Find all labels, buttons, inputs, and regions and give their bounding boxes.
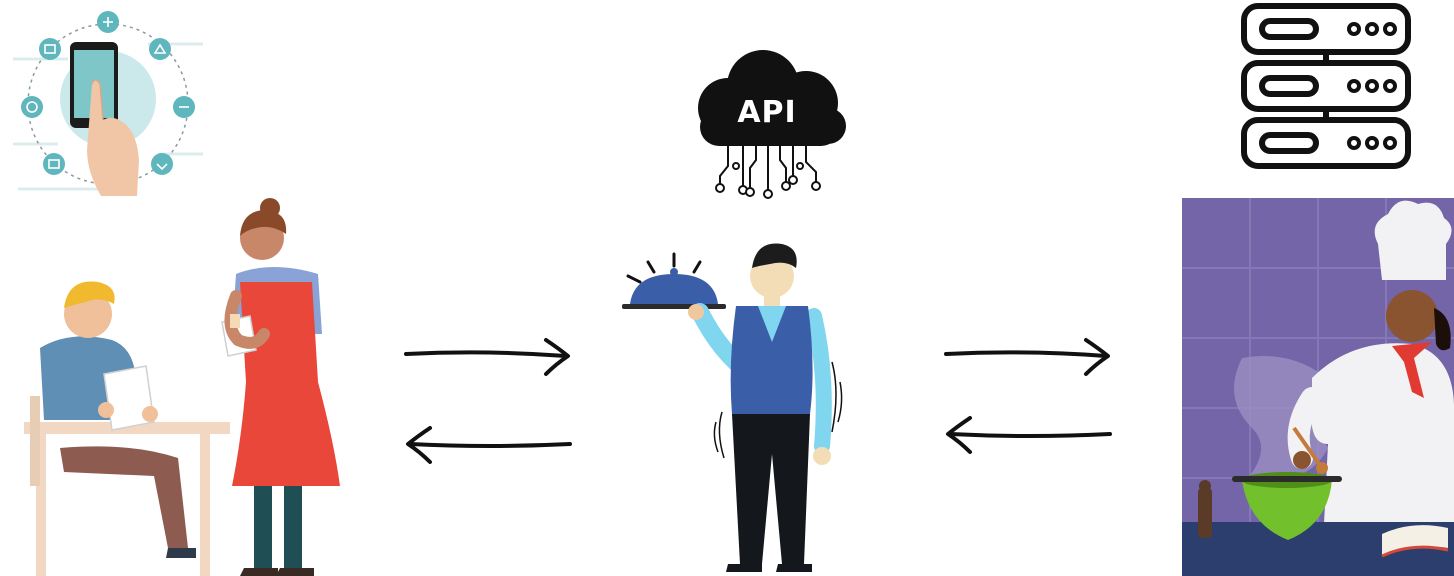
customer-ordering-illustration [0, 196, 360, 576]
server-icon [1236, 0, 1418, 176]
arrow-server-to-api [940, 414, 1116, 454]
smartphone-touch-icon [8, 4, 208, 200]
arrow-api-to-client [400, 424, 576, 464]
waiter-illustration [618, 232, 848, 576]
api-cloud-icon: API [688, 48, 848, 204]
api-label: API [737, 95, 796, 130]
arrow-client-to-api [400, 336, 576, 376]
arrow-api-to-server [940, 336, 1116, 376]
chef-kitchen-illustration [1182, 198, 1454, 576]
